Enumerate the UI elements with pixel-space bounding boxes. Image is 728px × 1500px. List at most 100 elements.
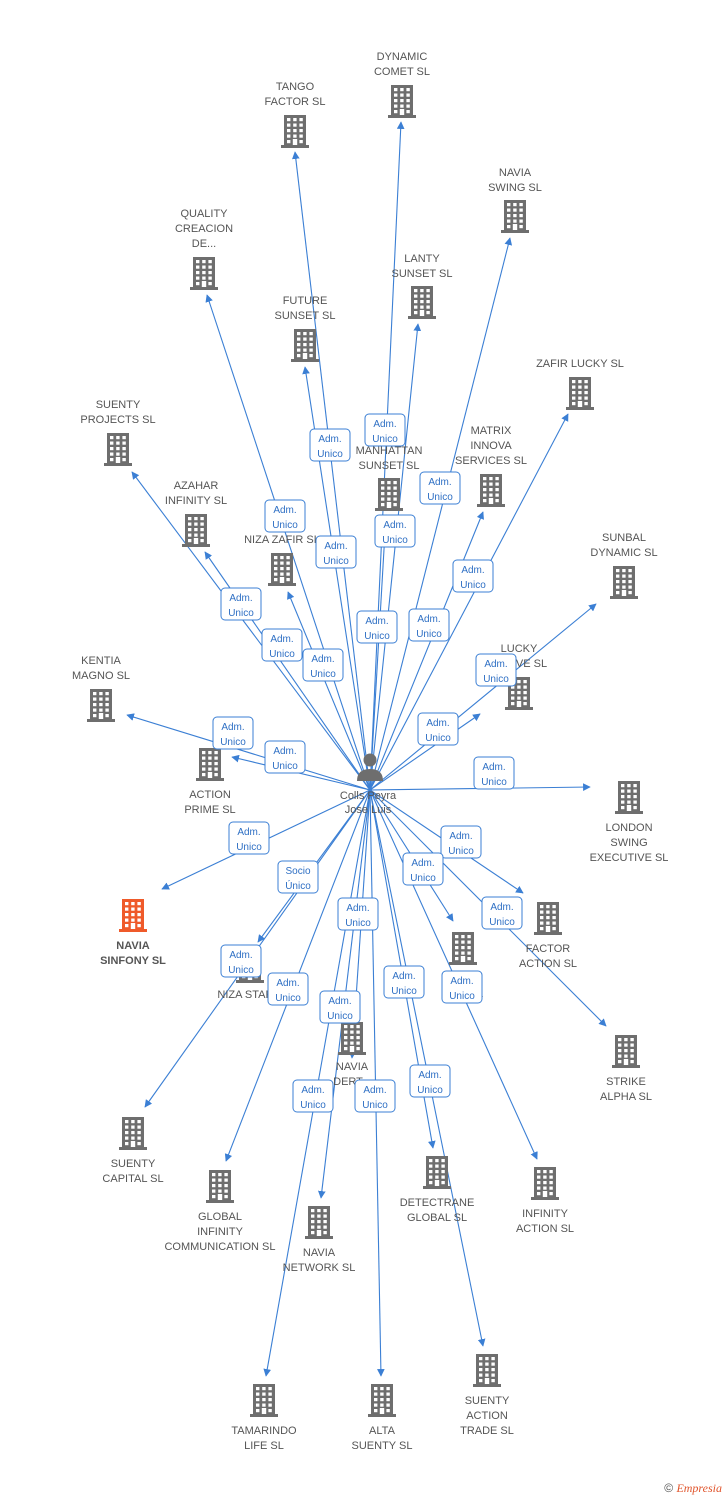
edge-label-text: Adm. bbox=[490, 902, 513, 913]
company-label-line: EXECUTIVE SL bbox=[590, 852, 669, 864]
edge-label-text: Unico bbox=[272, 520, 298, 531]
building-icon bbox=[534, 902, 562, 935]
company-node-london-swing[interactable]: LONDON SWING EXECUTIVE SL bbox=[590, 781, 669, 864]
edge-label-text: Unico bbox=[362, 1100, 388, 1111]
edge-label-text: Adm. bbox=[301, 1085, 324, 1096]
edge-dynamic-comet bbox=[369, 121, 405, 791]
company-label-line: SINFONY SL bbox=[100, 955, 166, 967]
person-name-line-2: Jose Luis bbox=[345, 804, 392, 816]
edge-label-infinity-action: Adm.Unico bbox=[441, 970, 483, 1004]
edge-label-text: Adm. bbox=[417, 614, 440, 625]
company-label-line: NAVIA bbox=[499, 167, 532, 179]
edge-label-text: Unico bbox=[327, 1011, 353, 1022]
company-node-lanty-sunset[interactable]: LANTY SUNSET SL bbox=[392, 253, 453, 319]
company-node-zafir-lucky[interactable]: ZAFIR LUCKY SL bbox=[536, 358, 624, 410]
company-label-line: DETECTRANE bbox=[400, 1197, 475, 1209]
edge-navia-swing bbox=[369, 237, 513, 791]
edge-label-strike-alpha: Adm.Unico bbox=[481, 896, 523, 930]
building-icon bbox=[477, 474, 505, 507]
edge-label-lanty-sunset: Adm.Unico bbox=[374, 514, 416, 548]
edge-tango-factor bbox=[291, 151, 371, 791]
building-icon bbox=[368, 1384, 396, 1417]
company-node-quality-creacion[interactable]: QUALITYCREACIONDE... bbox=[175, 208, 233, 290]
building-icon bbox=[196, 748, 224, 781]
company-label-line: FUTURE bbox=[283, 295, 328, 307]
company-node-navia-dert[interactable]: NAVIADERT... bbox=[333, 1022, 371, 1088]
edge-label-text: Adm. bbox=[229, 593, 252, 604]
company-label-line: LIFE SL bbox=[244, 1440, 284, 1452]
company-label-line: LANTY bbox=[404, 253, 440, 265]
company-label-line: SUENTY SL bbox=[352, 1440, 413, 1452]
company-label-line: SWING bbox=[610, 837, 647, 849]
edge-label-text: Unico bbox=[220, 737, 246, 748]
edge-label-text: Unico bbox=[364, 631, 390, 642]
company-label-line: NIZA ZAFIR SL bbox=[244, 534, 320, 546]
edge-label-text: Unico bbox=[228, 608, 254, 619]
edge-kentia-magno bbox=[126, 713, 371, 791]
company-label-line: SUNBAL bbox=[602, 532, 646, 544]
building-icon bbox=[206, 1170, 234, 1203]
edge-label-text: Adm. bbox=[328, 996, 351, 1007]
person-name-line-1: Colls Peyra bbox=[340, 790, 397, 802]
company-label-line: NAVIA bbox=[116, 940, 149, 952]
company-label-line: KENTIA bbox=[81, 655, 121, 667]
company-node-navia-sinfony[interactable]: NAVIA SINFONY SL bbox=[100, 899, 166, 967]
company-label-line: CREACION bbox=[175, 223, 233, 235]
company-label-line: INFINITY bbox=[522, 1208, 568, 1220]
edge-label-text: Unico bbox=[391, 986, 417, 997]
edge-label-navia-network: Adm. Unico bbox=[319, 990, 361, 1024]
edge-label-text: Adm. bbox=[373, 419, 396, 430]
edge-label-text: Adm. bbox=[346, 903, 369, 914]
company-node-niza-zafir[interactable]: NIZA ZAFIR SL bbox=[244, 534, 320, 586]
company-node-alta-suenty[interactable]: ALTA SUENTY SL bbox=[352, 1384, 413, 1452]
company-label-line: DE... bbox=[192, 238, 216, 250]
company-label-line: LONDON bbox=[605, 822, 652, 834]
footer-brand: © Empresia bbox=[664, 1481, 722, 1496]
company-node-infinity-action[interactable]: INFINITY ACTION SL bbox=[516, 1167, 574, 1235]
edge-label-text: Adm. bbox=[270, 634, 293, 645]
edge-label-text: Adm. bbox=[411, 858, 434, 869]
edge-label-tamarindo-life: Adm.Unico bbox=[292, 1079, 334, 1113]
edge-label-suenty-capital: Adm.Unico bbox=[220, 944, 262, 978]
building-icon bbox=[501, 200, 529, 233]
edge-label-text: Unico bbox=[449, 991, 475, 1002]
brand-name[interactable]: Empresia bbox=[676, 1481, 722, 1495]
edge-label-azahar-infinity: Adm.Unico bbox=[261, 628, 303, 662]
company-label-line: STRIKE bbox=[606, 1076, 646, 1088]
edge-label-action-prime: Adm.Unico bbox=[264, 740, 306, 774]
company-label-line: ACTION SL bbox=[516, 1223, 574, 1235]
edge-label-text: Unico bbox=[425, 733, 451, 744]
edge-label-detectrane-global: Adm.Unico bbox=[383, 965, 425, 999]
edge-label-text: Unico bbox=[460, 580, 486, 591]
edge-lanty-sunset bbox=[369, 323, 422, 791]
building-icon bbox=[119, 899, 147, 932]
company-label-line: ACTION SL bbox=[519, 958, 577, 970]
company-label-line: SUNSET SL bbox=[392, 268, 453, 280]
company-label-line: ALTA bbox=[369, 1425, 396, 1437]
person-node[interactable]: Colls Peyra Jose Luis bbox=[340, 753, 397, 817]
edge-label-text: Único bbox=[285, 879, 311, 892]
edge-label-text: Adm. bbox=[383, 520, 406, 531]
edge-label-text: Adm. bbox=[229, 950, 252, 961]
edge-manhattan-sunset bbox=[369, 514, 390, 791]
